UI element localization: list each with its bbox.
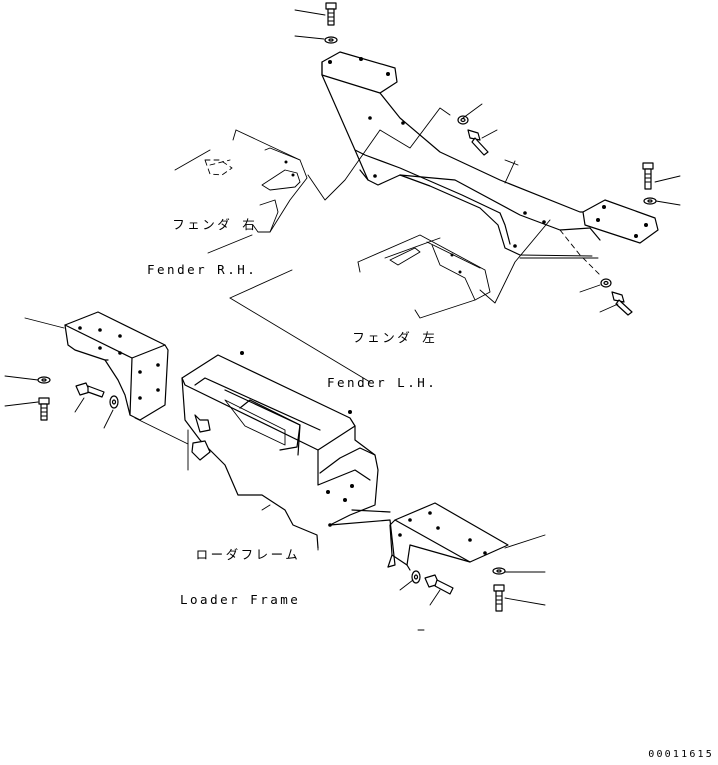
washer-icon: [37, 376, 51, 384]
washer-icon: [600, 278, 612, 288]
washer-icon: [324, 36, 338, 44]
bolt-icon: [493, 584, 505, 612]
label-fender-rh-jp: フェンダ 右: [172, 217, 258, 232]
label-loader-frame-en: Loader Frame: [180, 592, 301, 607]
hardware: [37, 2, 657, 612]
fender-rh: [174, 107, 451, 254]
leader-lines: [134, 159, 519, 445]
washer-icon: [643, 197, 657, 205]
bolt-icon: [424, 574, 454, 595]
label-loader-frame-jp: ローダフレーム: [195, 547, 301, 562]
washer-icon: [492, 567, 506, 575]
bolt-icon: [75, 382, 105, 398]
right-bracket: [387, 502, 509, 631]
label-fender-rh: フェンダ 右 Fender R.H.: [147, 187, 257, 292]
bolt-icon: [325, 2, 337, 26]
callout-leaders: [4, 9, 681, 606]
bolt-icon: [642, 162, 654, 190]
upper-cross-member: [321, 51, 659, 259]
label-fender-lh: フェンダ 左 Fender L.H.: [327, 300, 437, 405]
washer-icon: [457, 115, 469, 125]
label-fender-lh-en: Fender L.H.: [327, 375, 438, 390]
bolt-icon: [611, 291, 633, 316]
label-fender-lh-jp: フェンダ 左: [352, 330, 438, 345]
fender-lh: [357, 219, 601, 319]
drawing-number: 00011615: [648, 749, 714, 760]
bolt-icon: [38, 397, 50, 421]
washer-icon: [109, 395, 119, 409]
bolt-icon: [467, 129, 489, 156]
washer-icon: [411, 570, 421, 584]
label-loader-frame: ローダフレーム Loader Frame: [180, 517, 300, 622]
label-fender-rh-en: Fender R.H.: [147, 262, 258, 277]
left-bracket: [64, 311, 169, 421]
loader-frame: [181, 351, 396, 568]
